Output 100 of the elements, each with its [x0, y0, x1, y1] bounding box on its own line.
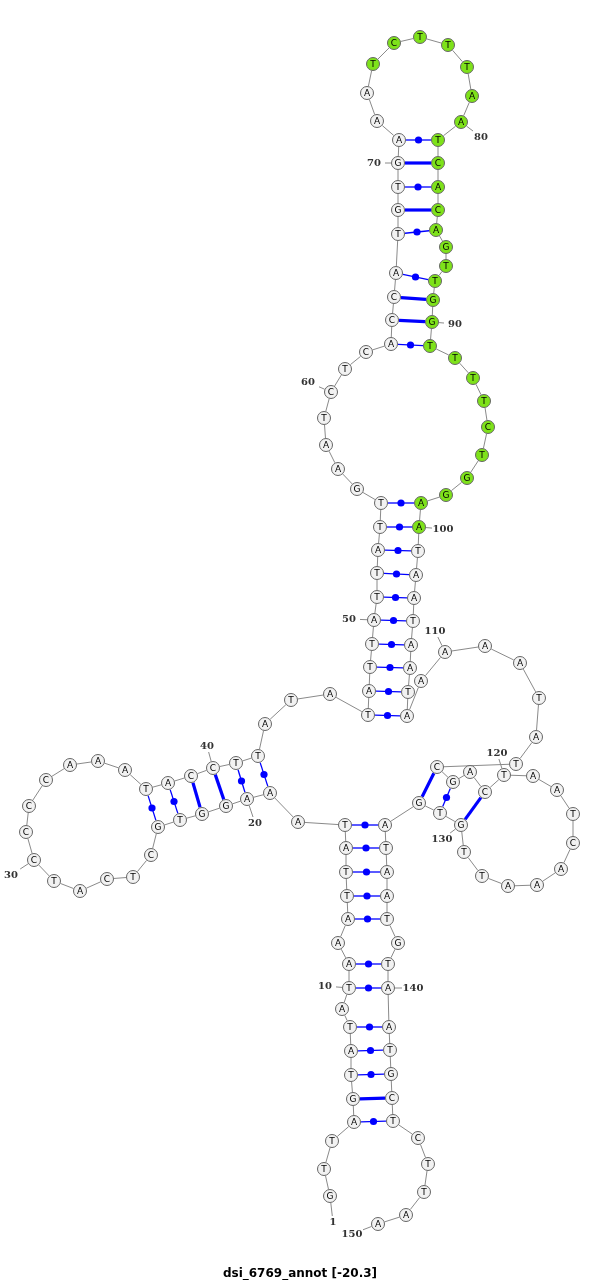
base-pair-line [355, 963, 382, 965]
backbone-line [536, 704, 539, 731]
backbone-line [417, 533, 420, 545]
backbone-line [451, 646, 479, 652]
leader-line [438, 322, 445, 324]
position-number: 130 [431, 833, 453, 845]
position-number: 110 [424, 625, 446, 637]
backbone-line [488, 878, 502, 884]
backbone-line [452, 49, 463, 63]
backbone-line [419, 509, 421, 521]
backbone-line [563, 848, 571, 864]
backbone-line [437, 193, 439, 204]
backbone-line [336, 1126, 350, 1137]
backbone-line [219, 764, 230, 767]
backbone-line [351, 1081, 353, 1093]
backbone-line [390, 326, 393, 338]
backbone-line [386, 902, 388, 913]
position-number: 80 [470, 131, 492, 143]
position-number: 1 [322, 1216, 344, 1228]
backbone-line [437, 169, 439, 181]
backbone-line [374, 603, 377, 614]
backbone-line [152, 784, 162, 788]
backbone-line [345, 878, 348, 890]
backbone-line [32, 785, 43, 801]
backbone-line [344, 1014, 348, 1022]
position-number: 150 [341, 1228, 363, 1240]
backbone-line [409, 687, 419, 710]
backbone-line [426, 38, 442, 44]
base-pair-line [259, 762, 269, 787]
base-pair-line [213, 774, 226, 800]
base-pair-line [376, 666, 404, 669]
backbone-line [85, 881, 102, 889]
backbone-line [378, 533, 380, 544]
leader-line [330, 1202, 333, 1217]
backbone-line [325, 1175, 329, 1190]
base-pair-line [355, 987, 382, 989]
backbone-line [376, 556, 379, 567]
backbone-line [436, 216, 438, 224]
backbone-line [349, 355, 362, 366]
base-pair-line [191, 782, 202, 808]
base-pair-line [397, 343, 424, 347]
base-pair-line [147, 795, 157, 821]
backbone-line [304, 821, 339, 826]
position-number: 100 [432, 523, 454, 535]
backbone-line [386, 878, 388, 890]
backbone-line [560, 795, 570, 809]
backbone-line [389, 1056, 392, 1068]
base-pair-line [384, 549, 412, 552]
base-pair-line [404, 230, 430, 234]
backbone-line [343, 994, 348, 1003]
backbone-line [387, 970, 389, 982]
backbone-line [269, 704, 287, 720]
position-number: 40 [196, 740, 218, 752]
backbone-line [424, 1170, 428, 1186]
position-number: 60 [297, 376, 319, 388]
backbone-line [522, 668, 537, 693]
base-pair-line [360, 1120, 387, 1123]
backbone-line [397, 216, 399, 228]
base-pair-line [420, 772, 436, 798]
backbone-line [174, 777, 185, 782]
backbone-line [431, 306, 434, 316]
backbone-line [51, 768, 65, 777]
leader-line [19, 863, 29, 870]
backbone-line [409, 651, 412, 662]
base-pair-line [463, 796, 483, 821]
backbone-line [437, 146, 439, 157]
backbone-line [427, 496, 440, 502]
backbone-line [389, 924, 396, 938]
leader-line [384, 162, 392, 164]
backbone-line [458, 775, 465, 779]
backbone-line [27, 838, 33, 854]
backbone-line [152, 833, 157, 849]
backbone-line [368, 99, 376, 115]
backbone-line [439, 235, 443, 242]
position-number: 30 [0, 869, 22, 881]
leader-line [449, 828, 456, 834]
base-pair-line [356, 1026, 383, 1028]
base-pair-line [353, 895, 381, 897]
backbone-line [328, 450, 336, 464]
backbone-line [376, 579, 378, 591]
base-pair-line [375, 690, 402, 693]
backbone-line [398, 1124, 413, 1135]
backbone-line [467, 857, 479, 871]
leader-line [498, 758, 503, 769]
backbone-line [435, 348, 450, 356]
base-pair-line [357, 1073, 385, 1076]
leader-line [208, 751, 212, 762]
backbone-line [470, 460, 479, 473]
base-pair-line [405, 161, 431, 165]
backbone-line [406, 698, 409, 710]
backbone-line [368, 673, 371, 685]
backbone-line [489, 779, 500, 788]
backbone-line [349, 1033, 352, 1045]
backbone-line [461, 831, 464, 846]
base-pair-line [352, 871, 381, 873]
backbone-line [259, 730, 264, 750]
backbone-line [345, 854, 347, 866]
base-pair-line [383, 596, 408, 599]
backbone-line [26, 812, 29, 826]
backbone-line [164, 821, 174, 826]
